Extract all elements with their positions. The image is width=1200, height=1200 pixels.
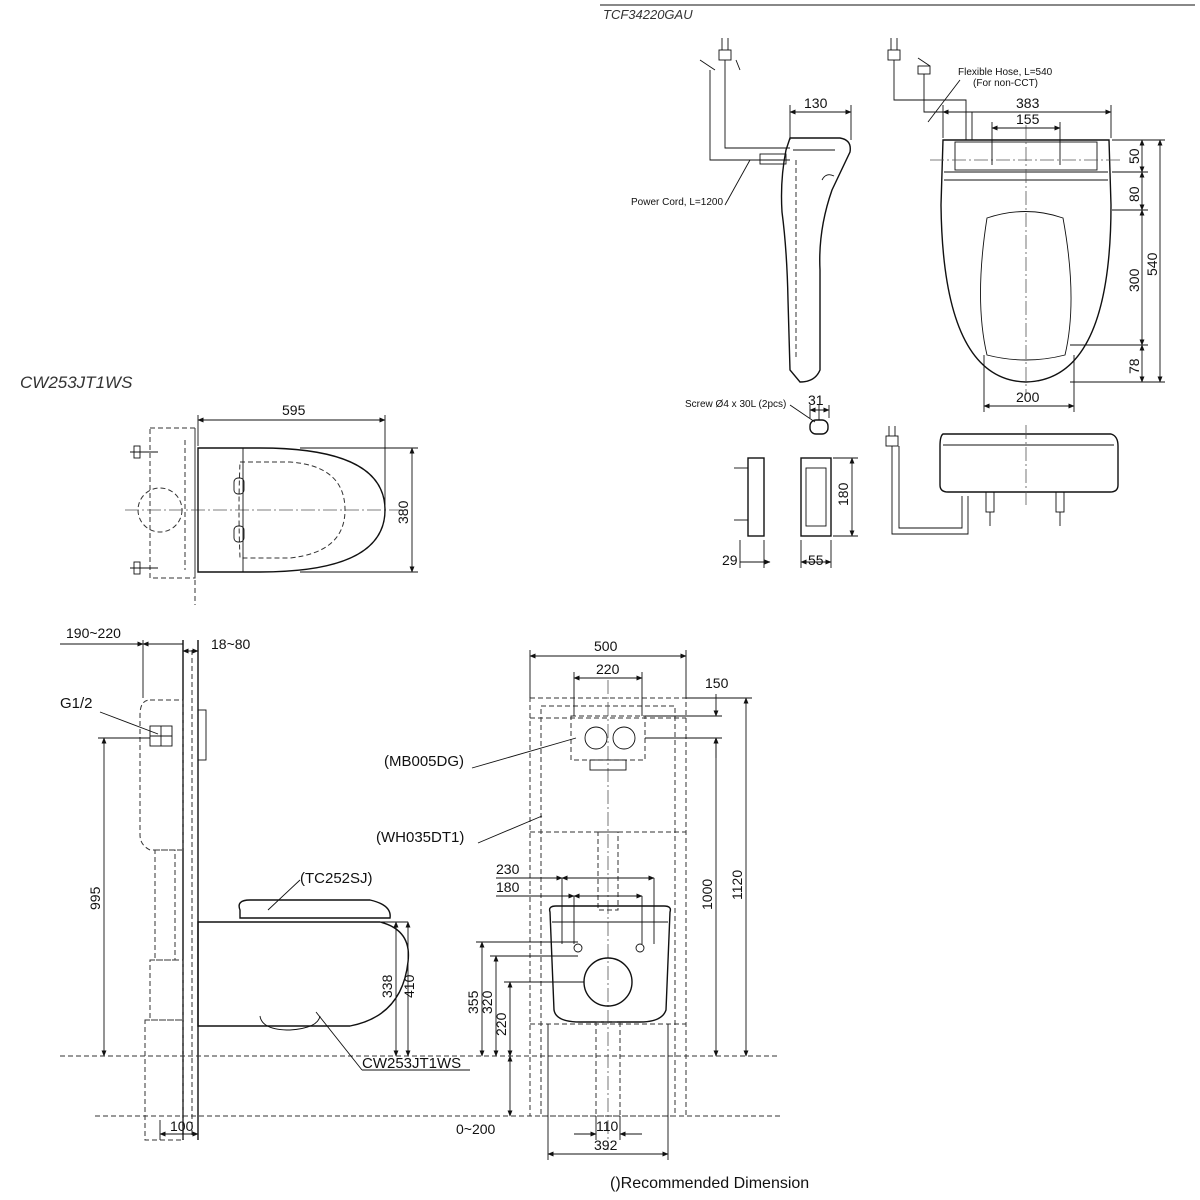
dimension-200: 200 bbox=[1016, 389, 1040, 405]
dimension-320: 320 bbox=[479, 990, 495, 1014]
dimension-220-lower: 220 bbox=[493, 1012, 509, 1036]
dimension-80: 80 bbox=[1126, 186, 1142, 202]
pan-length-595: 595 bbox=[282, 402, 306, 418]
dimension-0-200: 0~200 bbox=[456, 1121, 496, 1137]
power-plug-icon bbox=[699, 38, 741, 71]
pan-model-label: CW253JT1WS bbox=[362, 1055, 461, 1072]
dimension-300: 300 bbox=[1126, 268, 1142, 292]
dimension-410: 410 bbox=[401, 974, 417, 998]
hose-label-line2: (For non-CCT) bbox=[973, 78, 1038, 89]
pan-plan-view: CW253JT1WS 595 380 bbox=[20, 373, 418, 605]
dimension-1120: 1120 bbox=[729, 870, 745, 900]
screw-dimension-31: 31 bbox=[808, 392, 824, 408]
fixing-bolt-icon bbox=[130, 445, 158, 575]
dimension-78: 78 bbox=[1126, 358, 1142, 374]
seat-side-view: 130 Power Cord, L=1200 bbox=[631, 38, 852, 383]
seat-depth-dimension: 130 bbox=[804, 95, 828, 111]
dimension-230: 230 bbox=[496, 861, 520, 877]
dimension-110: 110 bbox=[596, 1118, 619, 1134]
installation-side-section: G1/2 190~220 18~80 995 (TC252SJ) 338 410… bbox=[60, 625, 780, 1141]
remote-control-views: Screw Ø4 x 30L (2pcs) 31 29 55 180 bbox=[685, 392, 858, 568]
front-plug-icon bbox=[885, 426, 899, 447]
flush-plate-label: (MB005DG) bbox=[384, 753, 464, 770]
seat-width-dimension: 383 bbox=[1016, 95, 1040, 111]
dimension-392: 392 bbox=[594, 1137, 618, 1153]
hose-label-line1: Flexible Hose, L=540 bbox=[958, 67, 1053, 78]
recommended-dimension-note: ()Recommended Dimension bbox=[610, 1175, 809, 1192]
pan-width-380: 380 bbox=[395, 500, 411, 524]
power-cord-label: Power Cord, L=1200 bbox=[631, 197, 723, 208]
installation-front-view: 500 220 150 1000 1120 (MB005DG) (WH035DT… bbox=[376, 638, 752, 1160]
seat-model-title: TCF34220GAU bbox=[603, 7, 693, 22]
dimension-540: 540 bbox=[1144, 252, 1160, 276]
inlet-valve-icon bbox=[149, 725, 173, 747]
fixing-pitch-dimension: 155 bbox=[1016, 111, 1040, 127]
screw-icon bbox=[809, 404, 829, 435]
dimension-150: 150 bbox=[705, 675, 729, 691]
frame-width-500: 500 bbox=[594, 638, 618, 654]
remote-depth-29: 29 bbox=[722, 552, 738, 568]
dimension-100: 100 bbox=[170, 1118, 194, 1134]
seat-section-header: TCF34220GAU bbox=[600, 4, 1195, 22]
dimension-355: 355 bbox=[465, 990, 481, 1014]
dimension-18-80: 18~80 bbox=[211, 636, 251, 652]
frame-label: (WH035DT1) bbox=[376, 829, 464, 846]
dimension-180: 180 bbox=[496, 879, 520, 895]
remote-width-55: 55 bbox=[808, 552, 824, 568]
inlet-g12-label: G1/2 bbox=[60, 695, 93, 712]
dimension-995: 995 bbox=[87, 886, 103, 910]
screw-label: Screw Ø4 x 30L (2pcs) bbox=[685, 399, 786, 410]
plate-width-220: 220 bbox=[596, 661, 620, 677]
dimension-50: 50 bbox=[1126, 148, 1142, 164]
dimension-338: 338 bbox=[379, 974, 395, 998]
seat-top-view: Flexible Hose, L=540 (For non-CCT) 383 1… bbox=[887, 38, 1165, 412]
dimension-190-220: 190~220 bbox=[66, 625, 121, 641]
pan-model-title: CW253JT1WS bbox=[20, 373, 133, 392]
remote-height-180: 180 bbox=[835, 482, 851, 506]
seat-front-view bbox=[885, 425, 1119, 535]
dimension-1000: 1000 bbox=[699, 879, 715, 910]
seat-model-label: (TC252SJ) bbox=[300, 870, 373, 887]
